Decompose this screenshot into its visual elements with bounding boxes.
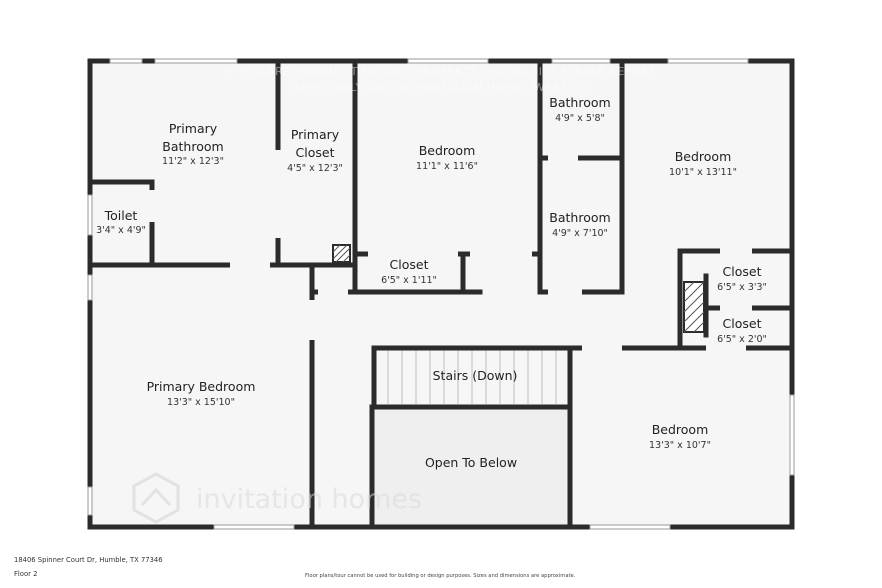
- bathroom-2-dims: 4'9" x 7'10": [552, 228, 608, 239]
- bedroom-bottom-right-name: Bedroom: [652, 422, 709, 437]
- brand-watermark: invitation homes: [196, 484, 422, 515]
- open-to-below-name: Open To Below: [425, 455, 517, 470]
- brand-logo-icon: [132, 472, 180, 524]
- windows: [87, 58, 795, 530]
- doorways: [149, 150, 752, 474]
- primary-bathroom-name-2: Bathroom: [162, 139, 223, 154]
- primary-bedroom-dims: 13'3" x 15'10": [167, 397, 235, 408]
- primary-closet-name-1: Primary: [291, 127, 340, 142]
- closet-right-2-dims: 6'5" x 2'0": [717, 334, 767, 345]
- bedroom-top-right-dims: 10'1" x 13'11": [669, 167, 737, 178]
- primary-closet-name-2: Closet: [296, 145, 335, 160]
- closet-right-1-name: Closet: [723, 264, 762, 279]
- primary-bathroom-dims: 11'2" x 12'3": [162, 156, 224, 167]
- primary-bathroom-name-1: Primary: [169, 121, 218, 136]
- closet-right-2-name: Closet: [723, 316, 762, 331]
- primary-closet-dims: 4'5" x 12'3": [287, 163, 343, 174]
- bedroom-top-middle-dims: 11'1" x 11'6": [416, 161, 478, 172]
- bedroom-top-right-name: Bedroom: [675, 149, 732, 164]
- closet-hall-dims: 6'5" x 1'11": [381, 275, 437, 286]
- brand-logo: [132, 472, 180, 524]
- bathroom-small-name: Bathroom: [549, 95, 610, 110]
- open-to-below-area: [374, 408, 570, 526]
- closet-right-1-dims: 6'5" x 3'3": [717, 282, 767, 293]
- watermark-line-2: APPLY ONLY ON THE INVITATION HOMES WEBSI…: [294, 81, 586, 94]
- closet-hall-name: Closet: [390, 257, 429, 272]
- hatched-column: [332, 244, 705, 333]
- bedroom-bottom-right-dims: 13'3" x 10'7": [649, 440, 711, 451]
- footer-disclaimer: Floor plans/tour cannot be used for buil…: [305, 573, 576, 579]
- footer-floor: Floor 2: [14, 570, 38, 578]
- toilet-name: Toilet: [104, 208, 138, 223]
- stairs-name: Stairs (Down): [433, 368, 518, 383]
- primary-bedroom-name: Primary Bedroom: [147, 379, 256, 394]
- bathroom-small-dims: 4'9" x 5'8": [555, 113, 605, 124]
- bedroom-top-middle-name: Bedroom: [419, 143, 476, 158]
- bathroom-2-name: Bathroom: [549, 210, 610, 225]
- stairs-treads: [387, 350, 557, 404]
- watermark-line-1: IF YOU ARE VIEWING THIS ON A PROPERTY LI…: [224, 65, 656, 78]
- footer-address: 18406 Spinner Court Dr, Humble, TX 77346: [14, 556, 163, 564]
- toilet-dims: 3'4" x 4'9": [96, 225, 146, 236]
